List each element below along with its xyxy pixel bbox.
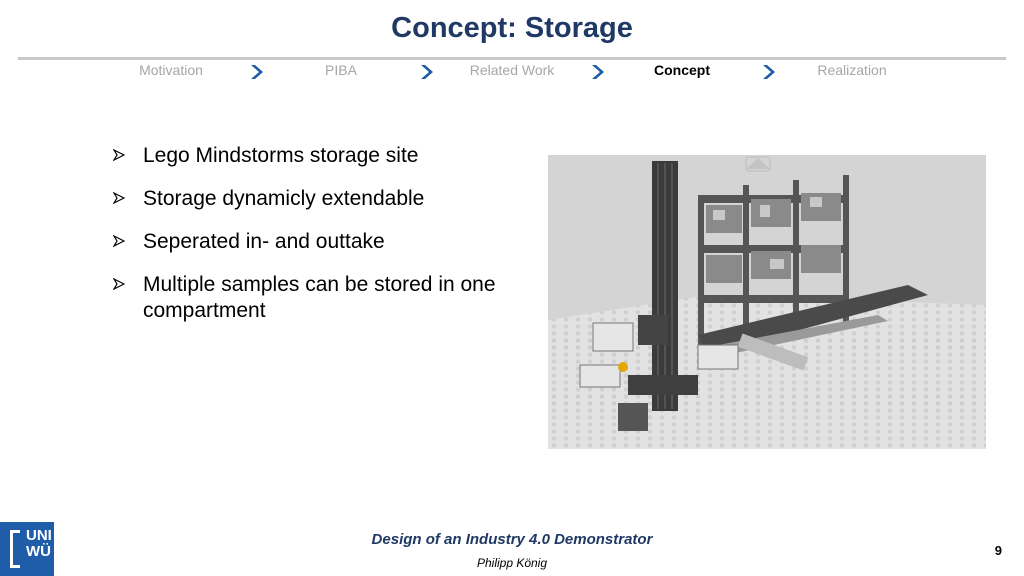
bullet-text: Seperated in- and outtake <box>143 230 385 253</box>
bullet-text: Multiple samples can be stored in one co… <box>143 273 496 322</box>
nav-item-motivation[interactable]: Motivation <box>139 62 203 78</box>
bullet-text: Lego Mindstorms storage site <box>143 144 419 167</box>
title-divider <box>18 57 1006 60</box>
logo-text: UNI WÜ <box>26 528 52 560</box>
chevron-right-icon <box>421 65 433 79</box>
footer-author: Philipp König <box>476 556 548 570</box>
chevron-right-icon <box>251 65 263 79</box>
arrowhead-bullet-icon <box>113 235 125 247</box>
lego-storage-render <box>548 155 986 449</box>
bullet-list: Lego Mindstorms storage site Storage dyn… <box>113 143 513 341</box>
logo-bar <box>10 530 20 533</box>
bullet-item: Seperated in- and outtake <box>113 229 513 255</box>
footer-title: Design of an Industry 4.0 Demonstrator <box>371 531 653 548</box>
nav-item-piba[interactable]: PIBA <box>325 62 357 78</box>
logo-text-line-2: WÜ <box>26 543 51 560</box>
slide-title: Concept: Storage <box>391 12 633 44</box>
arrowhead-bullet-icon <box>113 278 125 290</box>
logo-bar <box>10 530 13 568</box>
logo-bar <box>10 565 20 568</box>
bullet-item: Lego Mindstorms storage site <box>113 143 513 169</box>
nav-item-concept[interactable]: Concept <box>654 62 710 78</box>
arrowhead-bullet-icon <box>113 149 125 161</box>
bullet-item: Storage dynamicly extendable <box>113 186 513 212</box>
nav-item-related-work[interactable]: Related Work <box>469 62 555 78</box>
chevron-right-icon <box>763 65 775 79</box>
page-number: 9 <box>994 543 1002 558</box>
arrowhead-bullet-icon <box>113 192 125 204</box>
bullet-text: Storage dynamicly extendable <box>143 187 425 210</box>
university-logo: UNI WÜ <box>0 522 54 576</box>
logo-text-line-1: UNI <box>26 527 52 544</box>
storage-model-image <box>548 156 986 449</box>
bullet-item: Multiple samples can be stored in one co… <box>113 272 513 324</box>
nav-item-realization[interactable]: Realization <box>817 62 887 78</box>
section-nav: Motivation PIBA Related Work Concept Rea… <box>0 62 1024 82</box>
chevron-right-icon <box>592 65 604 79</box>
